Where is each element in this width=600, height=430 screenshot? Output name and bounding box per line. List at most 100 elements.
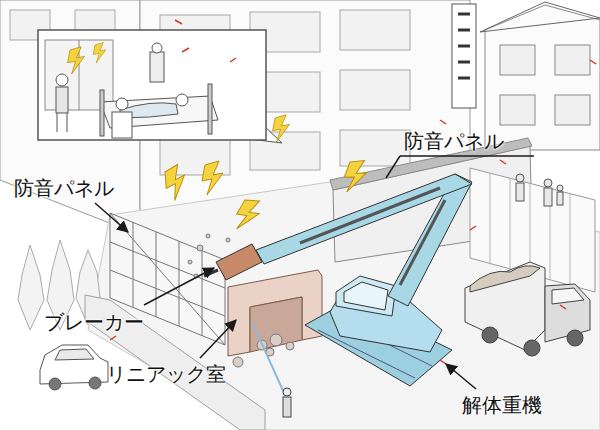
car: [55, 349, 94, 360]
hospital-room-inset: [208, 84, 212, 134]
dump-truck: [567, 330, 583, 346]
hospital-building: [458, 13, 470, 16]
site-fence: [470, 168, 595, 292]
demolition-excavator: [204, 174, 472, 386]
hospital-building: [10, 10, 410, 175]
leader-line: [200, 320, 236, 358]
bystanders: [516, 174, 524, 182]
car: [40, 345, 108, 390]
soundproof-panel: [202, 251, 203, 336]
vibration-marks: [590, 60, 596, 64]
soundproof-panel: [156, 232, 157, 317]
hospital-room-inset: [176, 94, 188, 106]
neighbour-house: [480, 2, 600, 32]
hospital-room-inset: [56, 74, 68, 86]
hospital-room-inset: [38, 30, 266, 140]
site-fence: [530, 183, 531, 274]
hospital-room-inset: [57, 113, 58, 132]
vibration-marks: [230, 58, 236, 62]
linac-room: [233, 357, 243, 367]
site-fence: [570, 193, 571, 285]
vibration-marks: [182, 48, 189, 52]
demolition-excavator: [344, 282, 388, 310]
hospital-room-inset: [116, 98, 128, 110]
hospital-room-inset: [67, 113, 68, 132]
noise-bolt: [161, 163, 190, 201]
neighbour-house: [480, 2, 600, 150]
vibration-marks: [110, 20, 596, 364]
soundproof-panel: [110, 242, 225, 288]
neighbour-house: [500, 45, 535, 75]
noise-bolt: [93, 43, 106, 63]
leader-line: [95, 203, 128, 232]
car: [49, 378, 61, 390]
dump-truck: [552, 288, 584, 304]
hospital-building: [340, 130, 410, 166]
hospital-room-inset: [150, 52, 164, 82]
hospital-building: [458, 45, 470, 48]
linac-room: [228, 270, 322, 367]
part-label: 防音パネル: [14, 176, 114, 200]
dump-truck: [524, 340, 540, 356]
noise-bolt: [68, 43, 369, 235]
part-label: ブレーカー: [44, 310, 144, 334]
part-label: 防音パネル: [404, 129, 504, 153]
noise-bolt: [232, 195, 263, 234]
bystanders: [516, 174, 563, 206]
leader-line: [144, 268, 214, 305]
water-spray-worker: [283, 397, 291, 417]
hospital-building: [452, 4, 476, 108]
bystanders: [557, 192, 563, 205]
vibration-marks: [560, 305, 566, 309]
neighbour-house: [555, 45, 590, 75]
debris: [188, 260, 192, 264]
hospital-room-inset: [100, 90, 104, 136]
hospital-room-inset: [56, 87, 68, 113]
noise-bolt: [68, 47, 85, 74]
neighbour-house: [500, 95, 535, 125]
part-label: リニアック室: [106, 362, 226, 386]
vibration-marks: [440, 120, 446, 124]
vibration-marks: [440, 360, 446, 364]
linac-room: [228, 270, 322, 356]
hospital-building: [458, 61, 470, 64]
bystanders: [516, 183, 524, 201]
hospital-building: [340, 70, 410, 110]
dump-truck: [465, 262, 590, 356]
debris: [197, 245, 203, 251]
noise-bolt: [202, 161, 223, 195]
dump-truck: [465, 262, 545, 350]
neighbour-house: [485, 5, 600, 150]
demolition-excavator: [336, 276, 396, 316]
dump-truck: [545, 284, 590, 342]
trees: [18, 245, 44, 330]
hospital-building: [458, 77, 470, 80]
leader-line: [446, 364, 476, 389]
demolition-excavator: [216, 244, 262, 280]
linac-room: [286, 342, 294, 350]
hospital-room-inset: [38, 30, 282, 143]
part-label: 解体重機: [462, 393, 542, 417]
dump-truck: [470, 266, 540, 292]
site-fence: [490, 173, 491, 263]
soundproof-panel: [179, 241, 180, 326]
noise-bolt: [342, 158, 369, 195]
site-fence: [470, 168, 595, 292]
vibration-marks: [500, 160, 506, 164]
water-spray-worker: [283, 388, 291, 396]
demolition-excavator: [256, 174, 472, 264]
hospital-room-inset: [152, 43, 162, 53]
water-spray-worker: [252, 322, 285, 395]
vibration-marks: [110, 336, 116, 340]
leader-line: [386, 156, 400, 178]
noise-bolt: [273, 115, 290, 142]
neighbour-house: [555, 95, 590, 125]
linac-room: [250, 297, 302, 352]
hospital-building: [458, 14, 470, 78]
linac-room: [270, 334, 282, 346]
bystanders: [544, 179, 552, 187]
hospital-room-inset: [112, 112, 132, 138]
